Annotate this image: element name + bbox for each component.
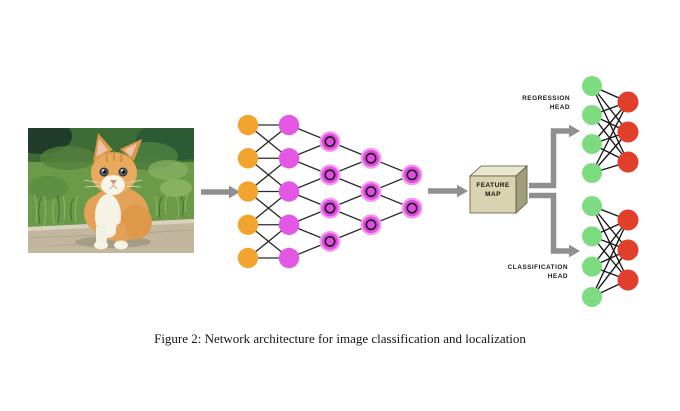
head-output-node [617, 121, 639, 143]
backbone-node-ring [365, 152, 377, 164]
backbone-node [321, 133, 339, 150]
backbone-node-ring [406, 202, 418, 214]
head-input-node [582, 134, 602, 154]
cat-photo [28, 128, 194, 253]
backbone-node [278, 214, 300, 235]
backbone-node [278, 148, 300, 169]
backbone-node [278, 114, 300, 136]
backbone-node-ring [324, 136, 336, 148]
regression-head-label-line1: REGRESSION [522, 95, 570, 102]
backbone-node-ring [324, 169, 336, 181]
backbone-node-ring [324, 202, 336, 214]
head-input-node [582, 256, 602, 277]
backbone-node [362, 183, 380, 200]
head-output-node [617, 269, 639, 291]
backbone-node-ring [365, 219, 377, 231]
regression-head-network [582, 76, 639, 183]
head-edge [591, 219, 629, 298]
classification-head-label: CLASSIFICATION HEAD [508, 264, 568, 281]
kitten-nose [110, 180, 117, 185]
kitten [75, 133, 152, 250]
backbone-node [362, 149, 380, 167]
feature-map-box [468, 165, 529, 214]
box-front-face [469, 175, 517, 214]
backbone-node [321, 233, 339, 250]
backbone-node [237, 247, 259, 269]
head-output-node [617, 91, 639, 113]
arrow-head-icon [569, 244, 580, 258]
arrow-shaft [529, 192, 569, 254]
head-edge [591, 101, 629, 174]
arrow-to-regression-head [529, 124, 580, 189]
backbone-node [321, 166, 339, 184]
backbone-node [237, 114, 259, 136]
arrow-head-icon [229, 185, 240, 199]
classification-head-network [582, 196, 639, 307]
backbone-node [321, 199, 339, 217]
feature-map-label-line2: MAP [485, 190, 501, 198]
head-input-node [582, 226, 602, 247]
regression-head-label-line2: HEAD [549, 103, 570, 111]
backbone-network [237, 114, 423, 269]
backbone-node [403, 166, 421, 184]
grass-blades [33, 193, 189, 227]
backbone-node-ring [406, 169, 418, 181]
feature-map-label: FEATURE MAP [470, 182, 516, 199]
classification-head-label-line2: HEAD [547, 272, 568, 280]
head-output-node [617, 151, 639, 173]
backbone-node [278, 181, 300, 202]
arrow-network-to-featuremap [428, 184, 468, 198]
arrow-to-classification-head [529, 192, 580, 258]
head-input-node [582, 196, 602, 217]
head-input-node [582, 105, 602, 125]
head-output-node [617, 239, 639, 261]
classification-head-label-line1: CLASSIFICATION [507, 264, 568, 271]
figure-caption: Figure 2: Network architecture for image… [154, 331, 526, 346]
backbone-node [237, 181, 259, 202]
backbone-node-ring [324, 235, 336, 247]
backbone-node [237, 214, 259, 235]
backbone-node [362, 216, 380, 234]
arrow-head-icon [569, 124, 580, 138]
backbone-node [278, 247, 300, 269]
head-output-node [617, 209, 639, 231]
arrow-shaft [529, 128, 569, 189]
head-input-node [582, 163, 602, 183]
backbone-node-ring [365, 186, 377, 198]
head-input-node [582, 286, 602, 307]
arrow-head-icon [457, 184, 468, 198]
head-input-node [582, 76, 602, 96]
feature-map-label-line1: FEATURE [476, 182, 510, 189]
backbone-node [237, 148, 259, 169]
arrow-image-to-network [201, 185, 240, 199]
regression-head-label: REGRESSION HEAD [522, 95, 570, 112]
backbone-node [403, 199, 421, 217]
